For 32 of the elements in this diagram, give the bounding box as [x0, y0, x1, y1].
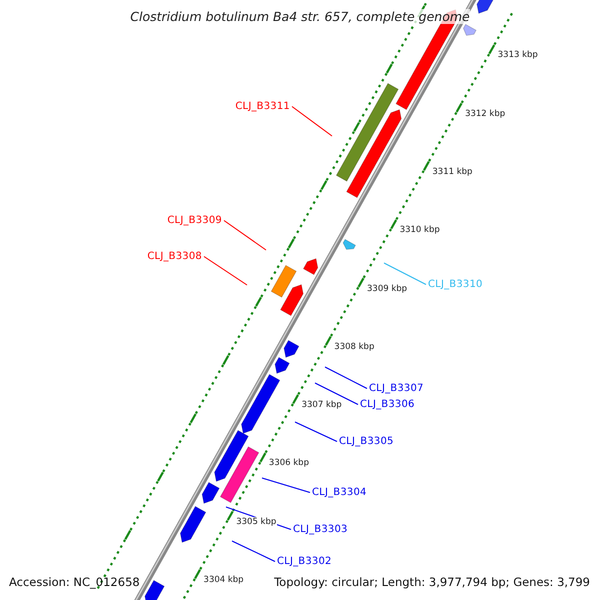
scale-label: 3310 kbp	[398, 225, 441, 236]
accession-text: Accession: NC_012658	[9, 575, 140, 589]
gene-label: CLJ_B3310	[428, 279, 483, 290]
gene-label: CLJ_B3309	[167, 215, 222, 226]
leader-line	[262, 478, 310, 493]
title: Clostridium botulinum Ba4 str. 657, complete genome	[130, 9, 470, 24]
scale-label: 3312 kbp	[464, 108, 506, 119]
gene-label: CLJ_B3308	[147, 251, 202, 262]
scale-label: 3306 kbp	[268, 458, 310, 468]
gene-label: CLJ_B3311	[235, 101, 290, 112]
gene-label: CLJ_B3304	[312, 487, 367, 498]
leader-line	[294, 422, 338, 442]
leader-line	[292, 106, 332, 136]
leader-line	[314, 382, 358, 405]
leader-line	[224, 220, 266, 250]
scale-label: 3305 kbp	[235, 516, 278, 527]
scale-label: 3308 kbp	[333, 342, 376, 352]
leader-line	[324, 366, 368, 389]
topology-text: Topology: circular; Length: 3,977,794 bp; Genes: 3,799	[274, 575, 590, 589]
scale-label: 3313 kbp	[496, 50, 539, 60]
gene-label: CLJ_B3303	[293, 524, 348, 535]
scale-label: 3304 kbp	[202, 575, 245, 586]
gene-label: CLJ_B3307	[369, 383, 424, 394]
gene-label: CLJ_B3302	[277, 556, 332, 567]
scale-label: 3309 kbp	[366, 284, 408, 294]
leader-line	[232, 540, 276, 562]
scale-label: 3307 kbp	[300, 400, 343, 410]
leader-line	[204, 256, 248, 286]
scale-label: 3311 kbp	[431, 166, 474, 177]
gene-label: CLJ_B3306	[360, 399, 415, 410]
leader-line	[384, 262, 426, 285]
gene-label: CLJ_B3305	[339, 436, 394, 447]
